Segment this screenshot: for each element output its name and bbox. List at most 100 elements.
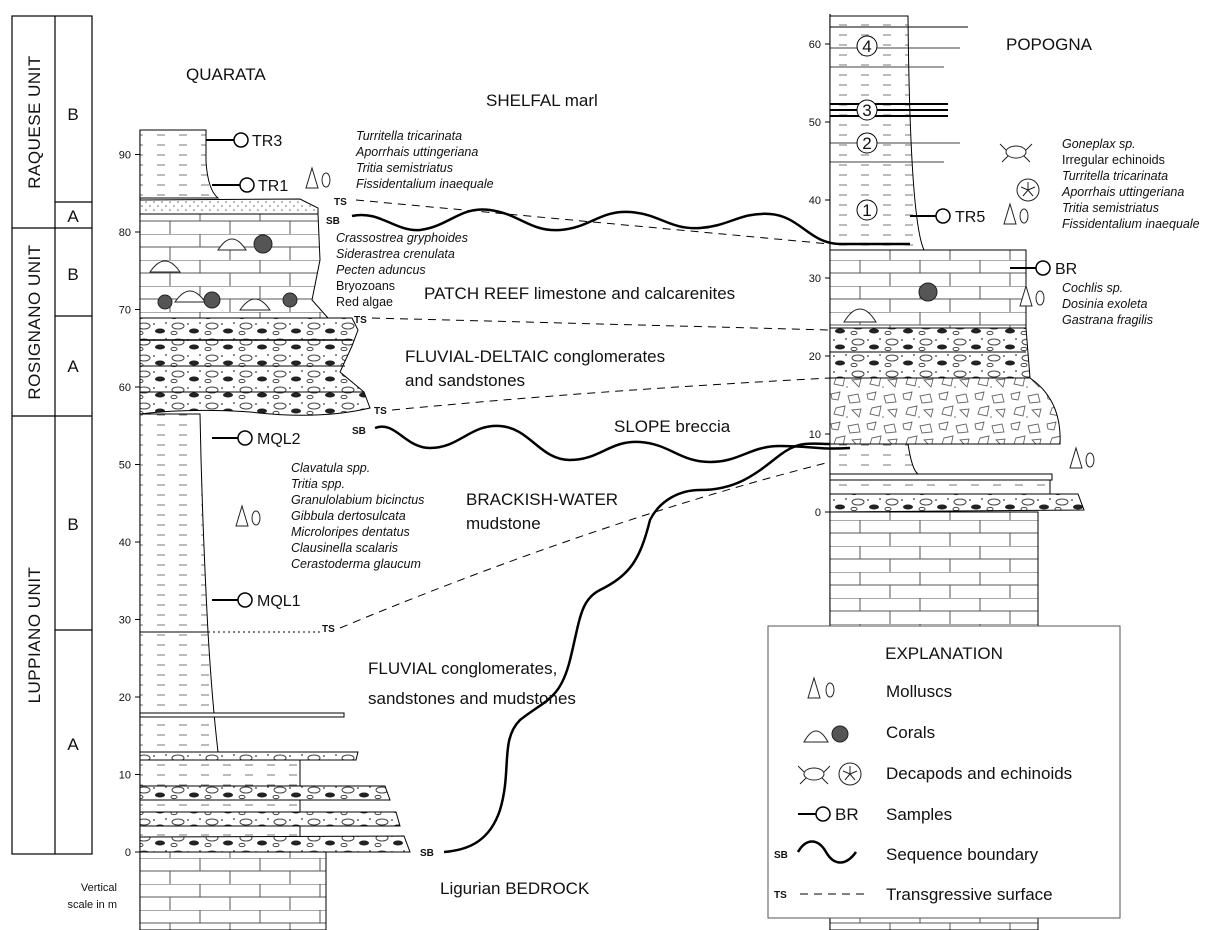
facies-fluvial-deltaic-1: FLUVIAL-DELTAIC conglomerates: [405, 347, 665, 366]
scale-caption-line-2: scale in m: [67, 899, 117, 911]
species-item: Gibbula dertosulcata: [291, 509, 406, 523]
sequence-boundary-upper: [351, 208, 910, 246]
echinoid-icon: [1016, 178, 1040, 202]
species-item: Microloripes dentatus: [291, 525, 410, 539]
ts-label-reef: TS: [354, 315, 367, 326]
species-item: Turritella tricarinata: [356, 129, 462, 143]
crab-icon: [999, 143, 1033, 163]
sb-label-middle: SB: [352, 426, 366, 437]
subunit-raquese-b: B: [67, 105, 78, 124]
mollusc-icon: [1069, 446, 1095, 469]
marl-bed-1: 1: [862, 201, 871, 220]
legend-molluscs: Molluscs: [886, 682, 952, 701]
legend-title: EXPLANATION: [885, 644, 1003, 663]
left-axis-tick-label: 70: [119, 305, 131, 317]
sb-label-lower: SB: [420, 848, 434, 859]
coral-icon: [803, 725, 849, 743]
left-axis-tick-label: 20: [119, 692, 131, 704]
marl-bed-2: 2: [862, 134, 871, 153]
facies-slope: SLOPE breccia: [614, 417, 731, 436]
left-axis-tick-label: 90: [119, 150, 131, 162]
mollusc-icon: [1019, 284, 1045, 307]
facies-fluvial-deltaic-2: and sandstones: [405, 371, 525, 390]
right-axis-tick-label: 30: [809, 273, 821, 285]
species-item: Cochlis sp.: [1062, 281, 1123, 295]
species-item: Siderastrea crenulata: [336, 247, 455, 261]
species-item: Pecten aduncus: [336, 263, 426, 277]
ts-label-slope: TS: [374, 406, 387, 417]
species-quarata-reef: Crassostrea gryphoides Siderastrea crenu…: [336, 231, 468, 309]
legend-sequence-boundary: Sequence boundary: [886, 845, 1039, 864]
facies-brackish-2: mudstone: [466, 514, 541, 533]
facies-patch-reef: PATCH REEF limestone and calcarenites: [424, 284, 735, 303]
sample-mql2: MQL2: [257, 431, 301, 448]
species-item: Red algae: [336, 295, 393, 309]
unit-column: RAQUESE UNIT ROSIGNANO UNIT LUPPIANO UNI…: [11, 15, 93, 855]
species-item: Tritia semistriatus: [1062, 201, 1159, 215]
species-item: Fissidentalium inaequale: [356, 177, 494, 191]
legend-corals: Corals: [886, 723, 935, 742]
sample-tr5: TR5: [955, 209, 985, 226]
left-axis-tick-label: 40: [119, 537, 131, 549]
left-axis-tick-label: 10: [119, 770, 131, 782]
subunit-raquese-a: A: [67, 207, 79, 226]
right-axis-tick-label: 20: [809, 351, 821, 363]
sample-tr3: TR3: [252, 133, 282, 150]
legend-sample-code: BR: [835, 805, 859, 824]
right-axis-tick-label: 50: [809, 117, 821, 129]
facies-fluvial-1: FLUVIAL conglomerates,: [368, 659, 557, 678]
unit-rosignano: ROSIGNANO UNIT: [25, 244, 44, 399]
fossil-icons: [235, 143, 1095, 527]
species-item: Crassostrea gryphoides: [336, 231, 468, 245]
right-axis-tick-label: 60: [809, 39, 821, 51]
left-axis-tick-label: 50: [119, 460, 131, 472]
species-quarata-brackish: Clavatula spp. Tritia spp. Granulolabium…: [291, 461, 424, 571]
facies-bedrock: Ligurian BEDROCK: [440, 879, 590, 898]
section-title-popogna: POPOGNA: [1006, 35, 1093, 54]
scale-caption-line-1: Vertical: [81, 882, 117, 894]
sequence-boundary-lower: [443, 442, 831, 854]
ts-label-upper: TS: [334, 197, 347, 208]
species-item: Dosinia exoleta: [1062, 297, 1148, 311]
subunit-luppiano-a: A: [67, 735, 79, 754]
species-item: Bryozoans: [336, 279, 395, 293]
ts-label-brackish: TS: [322, 624, 335, 635]
species-item: Aporrhais uttingeriana: [355, 145, 478, 159]
mollusc-icon: [1003, 202, 1029, 225]
species-item: Gastrana fragilis: [1062, 313, 1153, 327]
left-axis-tick-label: 30: [119, 615, 131, 627]
sample-tr1: TR1: [258, 178, 288, 195]
species-item: Turritella tricarinata: [1062, 169, 1168, 183]
subunit-luppiano-b: B: [67, 515, 78, 534]
right-axis-tick-label: 40: [809, 195, 821, 207]
right-axis-tick-label: 10: [809, 429, 821, 441]
species-item: Tritia semistriatus: [356, 161, 453, 175]
sb-label-upper: SB: [326, 216, 340, 227]
species-quarata-top: Turritella tricarinata Aporrhais uttinge…: [355, 129, 494, 191]
species-item: Clavatula spp.: [291, 461, 370, 475]
species-item: Clausinella scalaris: [291, 541, 398, 555]
marl-bed-3: 3: [862, 101, 871, 120]
legend-sb-code: SB: [774, 850, 788, 861]
unit-luppiano: LUPPIANO UNIT: [25, 567, 44, 704]
species-popogna-top: Goneplax sp. Irregular echinoids Turrite…: [1061, 137, 1200, 231]
species-item: Fissidentalium inaequale: [1062, 217, 1200, 231]
species-item: Goneplax sp.: [1062, 137, 1136, 151]
sample-mql1: MQL1: [257, 593, 301, 610]
sample-br: BR: [1055, 261, 1077, 278]
legend-ts-code: TS: [774, 890, 787, 901]
facies-shelfal: SHELFAL marl: [486, 91, 598, 110]
explanation-legend: EXPLANATION Molluscs Corals Decapods and…: [767, 625, 1121, 919]
mollusc-icon: [235, 504, 261, 527]
subunit-rosignano-a: A: [67, 357, 79, 376]
species-item: Irregular echinoids: [1062, 153, 1165, 167]
marl-bed-4: 4: [862, 37, 871, 56]
crab-echinoid-icon: [797, 762, 862, 786]
legend-decapods: Decapods and echinoids: [886, 764, 1072, 783]
facies-fluvial-2: sandstones and mudstones: [368, 689, 576, 708]
samples: TR3 TR1 MQL2 MQL1 TR5 BR: [206, 132, 1077, 610]
